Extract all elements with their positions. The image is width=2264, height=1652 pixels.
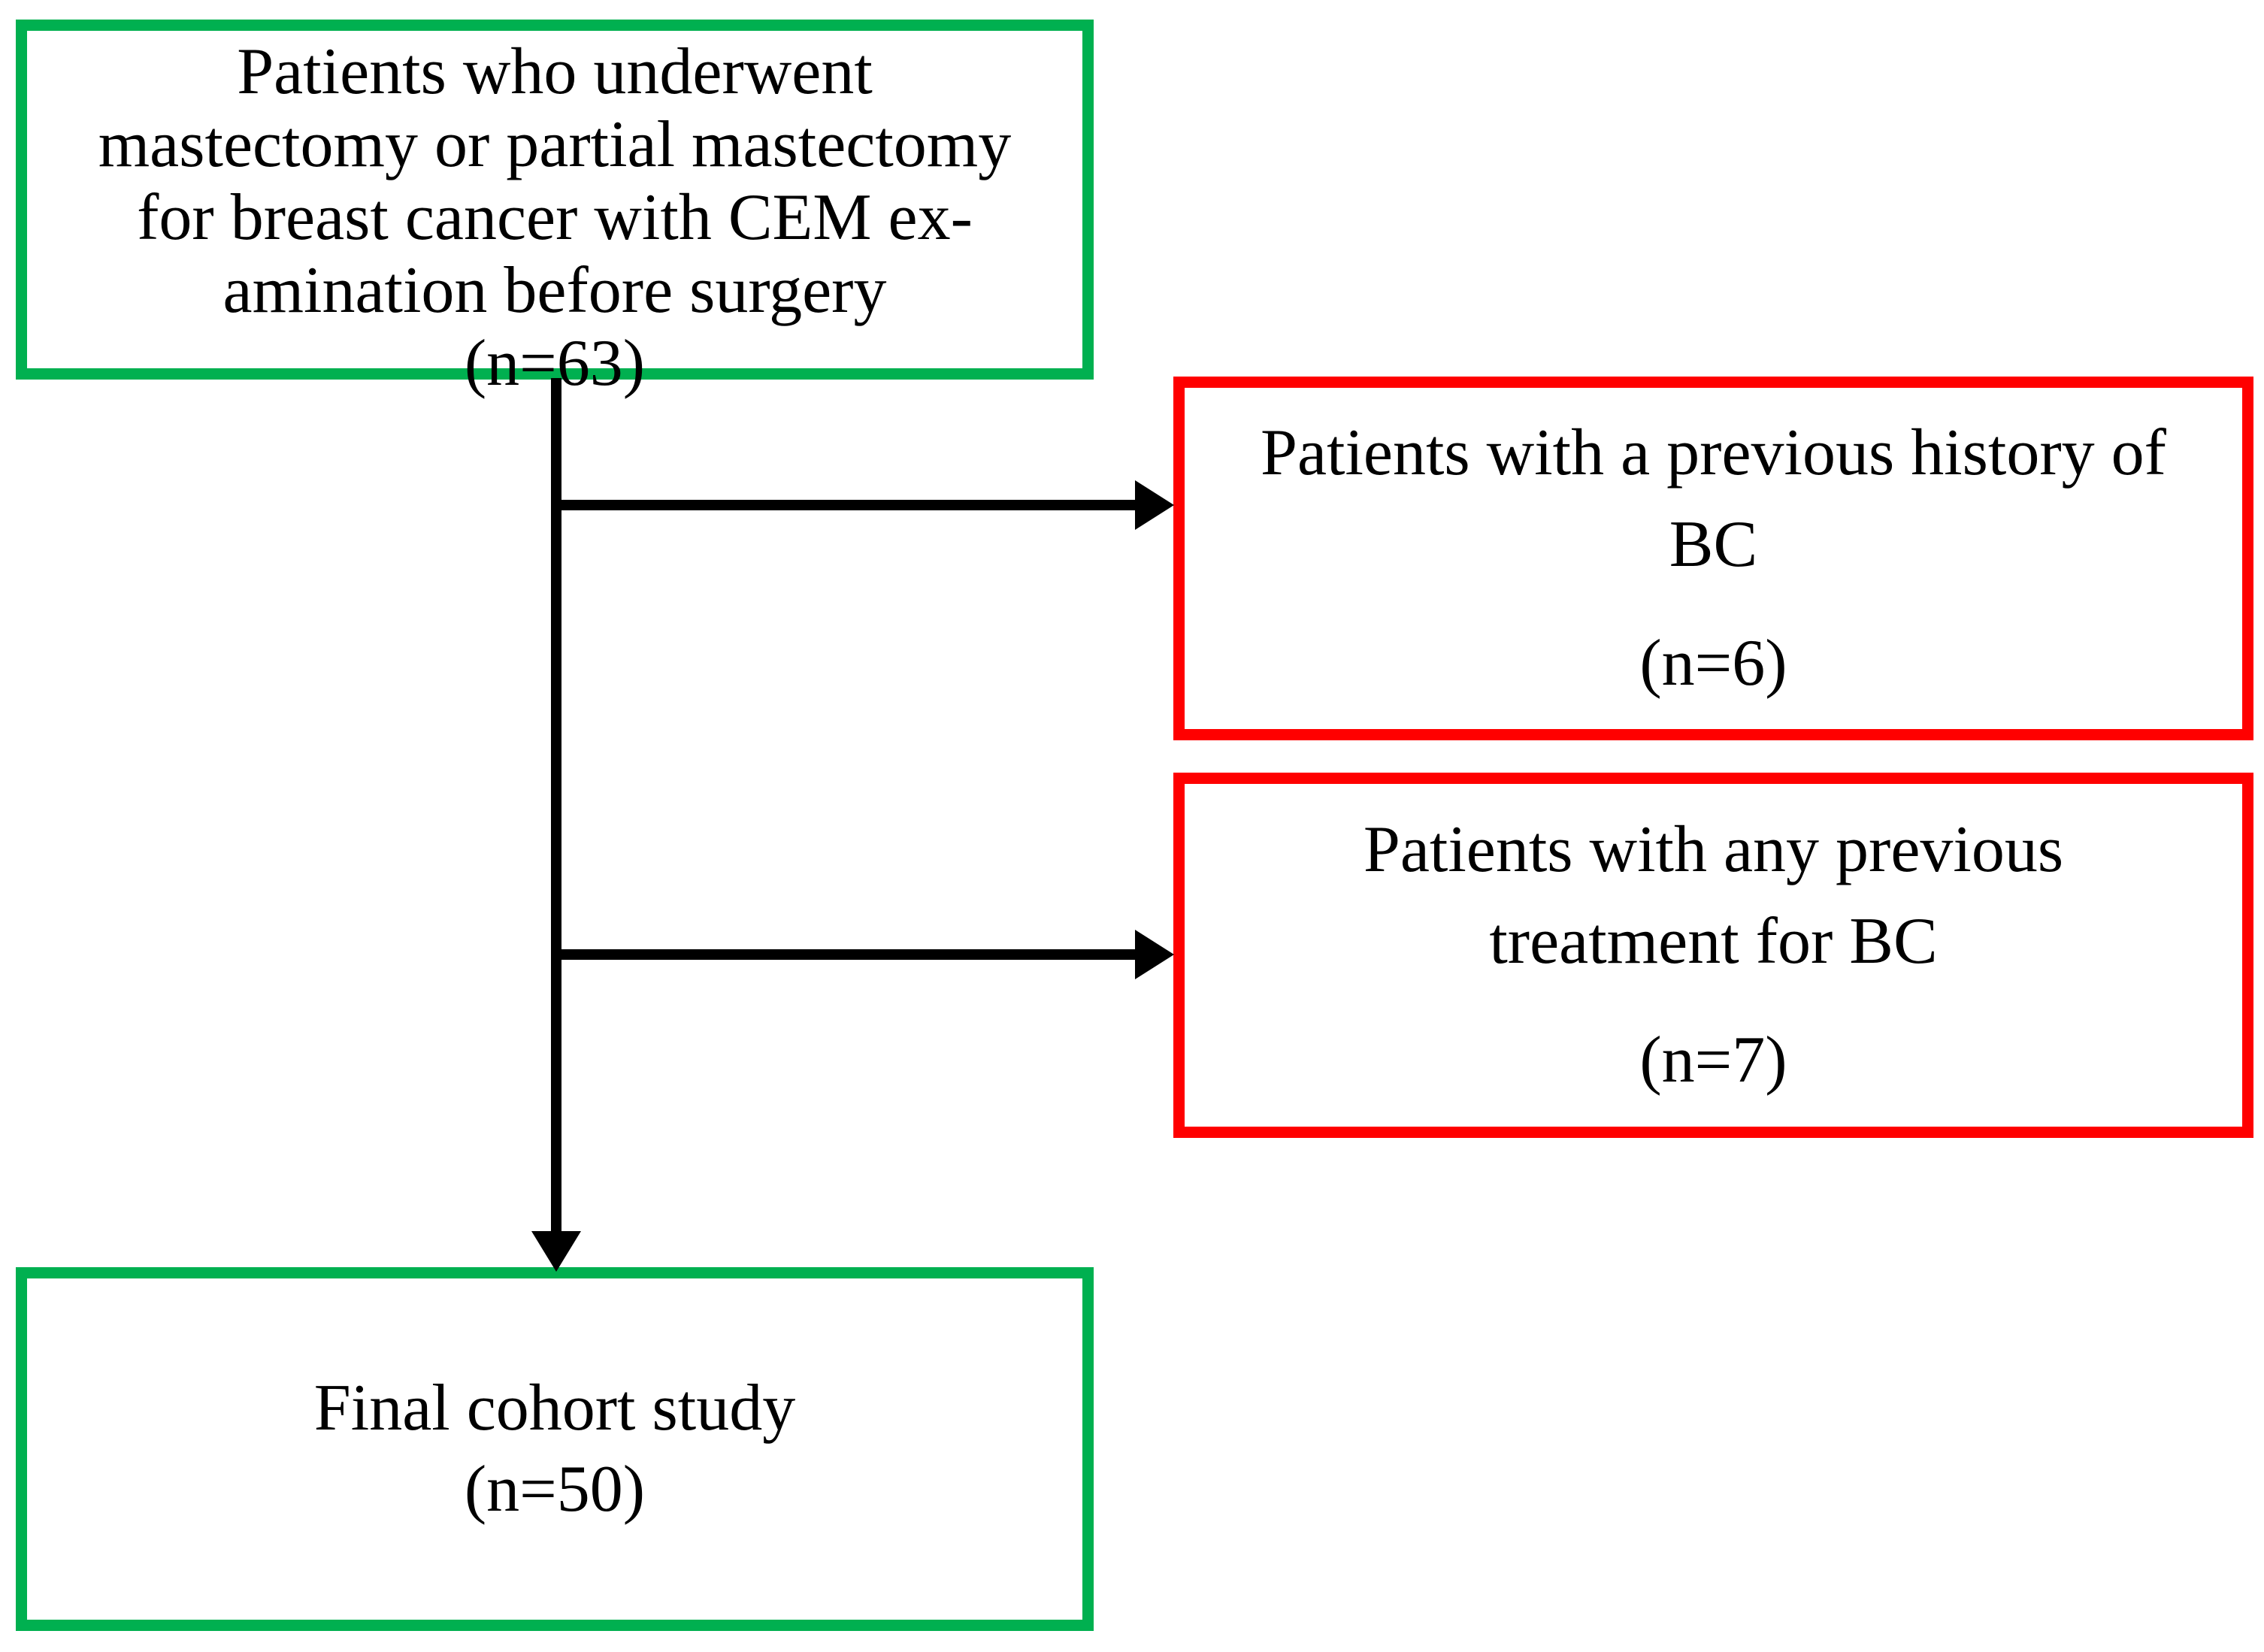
- node-count-line: (n=50): [464, 1453, 646, 1526]
- node-excluded-previous-history: Patients with a previous history of BC (…: [1173, 377, 2253, 740]
- node-text-line: treatment for BC: [1489, 905, 1938, 978]
- node-final-cohort: Final cohort study (n=50): [16, 1267, 1094, 1631]
- flow-line-vertical-stem: [551, 378, 561, 1236]
- flow-line-branch-history: [556, 500, 1139, 510]
- node-count-line: (n=6): [1639, 627, 1787, 700]
- down-arrowhead-icon: [531, 1231, 581, 1272]
- node-text-line: amination before surgery: [222, 254, 887, 327]
- node-text-line: BC: [1669, 508, 1758, 581]
- node-initial-cohort: Patients who underwent mastectomy or par…: [16, 20, 1094, 400]
- node-text-line: for breast cancer with CEM ex-: [137, 181, 973, 254]
- node-text-line: Patients with a previous history of: [1261, 416, 2166, 489]
- node-text-line: Final cohort study: [313, 1372, 796, 1445]
- node-text-line: Patients with any previous: [1363, 813, 2064, 886]
- node-count-line: (n=7): [1639, 1024, 1787, 1097]
- right-arrowhead-icon: [1135, 930, 1174, 979]
- node-excluded-previous-treatment: Patients with any previous treatment for…: [1173, 773, 2253, 1138]
- right-arrowhead-icon: [1135, 480, 1174, 530]
- node-text-line: mastectomy or partial mastectomy: [98, 108, 1012, 181]
- node-text-line: Patients who underwent: [237, 35, 873, 108]
- flow-line-branch-treatment: [556, 949, 1139, 960]
